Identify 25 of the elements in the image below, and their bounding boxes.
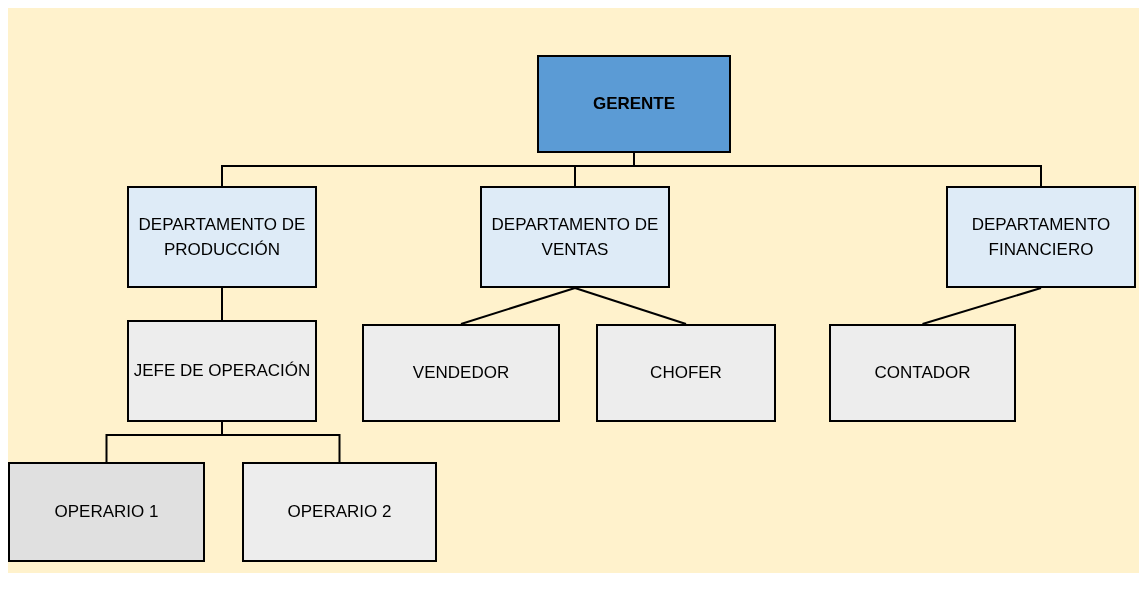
connector-line [221, 287, 223, 321]
node-label: DEPARTAMENTO DE VENTAS [490, 213, 660, 261]
connector-line [574, 287, 687, 325]
position-box [242, 462, 437, 562]
department-box [127, 186, 317, 288]
node-label: CONTADOR [874, 362, 971, 385]
connector-line [221, 421, 341, 463]
position-box [362, 324, 560, 422]
node-label: DEPARTAMENTO FINANCIERO [970, 213, 1112, 261]
connector-line [921, 287, 1042, 325]
node-label: CHOFER [650, 362, 722, 385]
node-label: VENDEDOR [412, 362, 510, 385]
node-label: OPERARIO 2 [287, 501, 392, 524]
position-box [829, 324, 1016, 422]
connector-line [460, 287, 576, 325]
node-label: OPERARIO 1 [54, 501, 159, 524]
manager-box [537, 55, 731, 153]
node-label: GERENTE [592, 93, 676, 116]
position-box [596, 324, 776, 422]
node-label: JEFE DE OPERACIÓN [133, 360, 311, 383]
node-label: DEPARTAMENTO DE PRODUCCIÓN [137, 213, 307, 261]
department-box [480, 186, 670, 288]
position-box [8, 462, 205, 562]
department-box [946, 186, 1136, 288]
position-box [127, 320, 317, 422]
